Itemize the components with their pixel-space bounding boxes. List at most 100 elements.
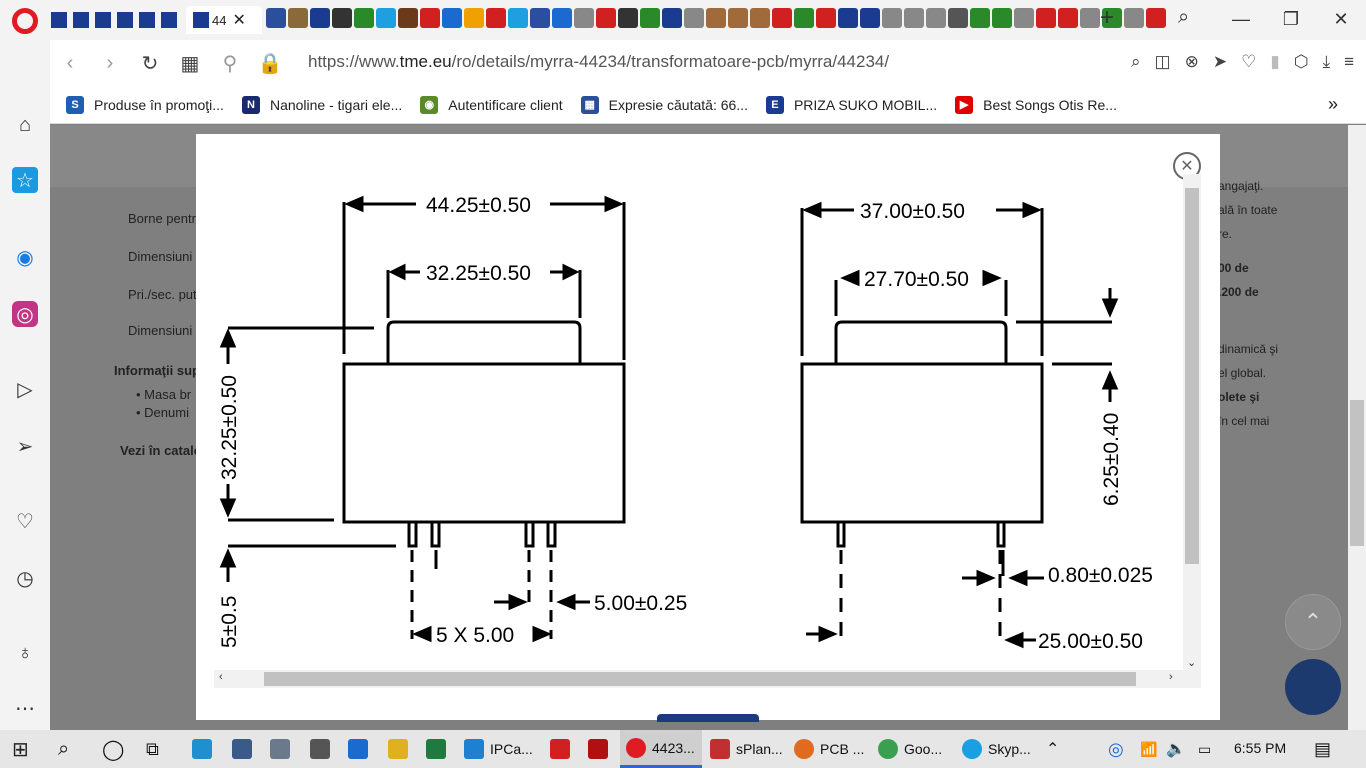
taskbar-item-opera[interactable]: 4423... [620,730,702,768]
tab-icon[interactable] [992,8,1012,28]
cube-icon[interactable]: ⬡ [1293,52,1309,71]
task-view-icon[interactable]: ⧉ [146,738,159,759]
tray-expand-icon[interactable]: ⌃ [1046,741,1060,758]
tab-icon[interactable] [552,8,572,28]
tab-icon[interactable] [464,8,484,28]
modal-horizontal-scrollbar[interactable]: ‹ › [214,670,1201,688]
heart-icon[interactable]: ♡ [1241,52,1257,71]
tab-icon[interactable] [1102,8,1122,28]
modal-vscroll-thumb[interactable] [1185,188,1199,564]
modal-hscroll-thumb[interactable] [264,672,1136,686]
start-button[interactable]: ⊞ [12,738,29,761]
tab-icon[interactable] [860,8,880,28]
bookmark-item[interactable]: ▶Best Songs Otis Re... [955,95,1117,114]
filezilla-icon[interactable] [588,730,614,768]
search-icon[interactable]: ⌕ [58,737,70,760]
scroll-left-icon[interactable]: ‹ [219,671,223,683]
tab-icon[interactable] [398,8,418,28]
notifications-icon[interactable]: ▤ [1314,738,1332,759]
tab-icon[interactable] [838,8,858,28]
lock-icon[interactable]: 🔒 [257,52,283,75]
reload-button[interactable]: ↻ [141,52,159,75]
tab-icon[interactable] [926,8,946,28]
tab-icon[interactable] [574,8,594,28]
tab-icon[interactable] [816,8,836,28]
tab-icon[interactable] [1080,8,1100,28]
forward-button[interactable]: › [106,51,114,74]
tab-icon[interactable] [970,8,990,28]
bookmark-item[interactable]: ◉Autentificare client [420,95,563,114]
tab-icon[interactable] [684,8,704,28]
taskbar-item[interactable]: Goo... [878,730,958,768]
tab-icon[interactable] [442,8,462,28]
bookmark-item[interactable]: ▦Expresie căutată: 66... [580,95,748,114]
tab-icon[interactable] [618,8,638,28]
app-icon[interactable] [270,730,296,768]
tab-icon[interactable] [596,8,616,28]
clock[interactable]: 6:55 PM [1234,740,1287,756]
tab-icon[interactable] [530,8,550,28]
extension-icon[interactable]: ▮ [1270,52,1280,71]
settings-key-icon[interactable]: ⚲ [222,52,238,75]
tab-icon[interactable] [1058,8,1078,28]
tab-icon[interactable] [706,8,726,28]
modal-vertical-scrollbar[interactable]: ⌄ [1183,174,1201,670]
speed-dial-icon[interactable]: ☆ [12,167,38,193]
tab-icon[interactable] [508,8,528,28]
network-icon[interactable]: 📶 [1140,740,1158,757]
tab-close-icon[interactable]: ✕ [232,12,246,29]
tab-icon[interactable] [486,8,506,28]
maximize-button[interactable]: ❐ [1282,8,1300,29]
tab-icon[interactable] [288,8,308,28]
new-tab-button[interactable]: + [1100,4,1115,31]
tab-icon[interactable] [420,8,440,28]
block-icon[interactable]: ⊗ [1184,52,1199,71]
cortana-icon[interactable]: ◯ [102,738,125,761]
menu-icon[interactable]: ≡ [1344,52,1354,71]
tab-icon[interactable] [1036,8,1056,28]
tab-active[interactable]: 44 ✕ [186,6,262,34]
tab-icon[interactable] [1124,8,1144,28]
scroll-top-button[interactable]: ⌃ [1285,594,1341,650]
tab-icon[interactable] [728,8,748,28]
home-icon[interactable]: ⌂ [18,113,32,136]
tab-icon[interactable] [904,8,924,28]
tab-icon[interactable] [882,8,902,28]
minimize-button[interactable]: — [1232,8,1250,29]
app-icon[interactable] [232,730,258,768]
taskbar-item[interactable]: PCB ... [794,730,874,768]
bookmarks-more-icon[interactable]: » [1327,94,1338,114]
catalog-link[interactable]: Vezi în catalo [120,443,202,458]
download-icon[interactable]: ⤓ [1322,52,1331,71]
more-icon[interactable]: ⋯ [15,697,35,720]
page-scroll-thumb[interactable] [1350,400,1364,546]
chat-button[interactable] [1285,659,1341,715]
tab-inactive[interactable] [48,6,182,34]
modal-bottom-tab[interactable] [657,714,759,722]
tab-icon[interactable] [354,8,374,28]
page-scrollbar[interactable] [1348,125,1366,730]
close-window-button[interactable]: ✕ [1333,8,1349,29]
send-icon[interactable]: ➢ [16,435,34,458]
explorer-icon[interactable] [388,730,414,768]
heart-icon[interactable]: ♡ [16,510,34,533]
instagram-icon[interactable]: ◎ [12,301,38,327]
volume-icon[interactable]: 🔈 [1166,741,1186,758]
back-button[interactable]: ‹ [66,51,74,74]
player-icon[interactable]: ▷ [17,378,33,401]
camera-icon[interactable]: ◫ [1154,52,1171,71]
tab-icon[interactable] [1014,8,1034,28]
tab-icon[interactable] [640,8,660,28]
history-icon[interactable]: ◷ [16,567,34,590]
search-icon[interactable]: ⌕ [1131,52,1141,71]
scroll-right-icon[interactable]: › [1169,671,1173,683]
opera-logo-icon[interactable] [12,8,38,34]
taskbar-item[interactable]: IPCa... [464,730,544,768]
tab-icon[interactable] [1146,8,1166,28]
send-icon[interactable]: ➤ [1212,52,1228,71]
battery-icon[interactable]: ▭ [1198,740,1212,757]
tab-icon[interactable] [772,8,792,28]
